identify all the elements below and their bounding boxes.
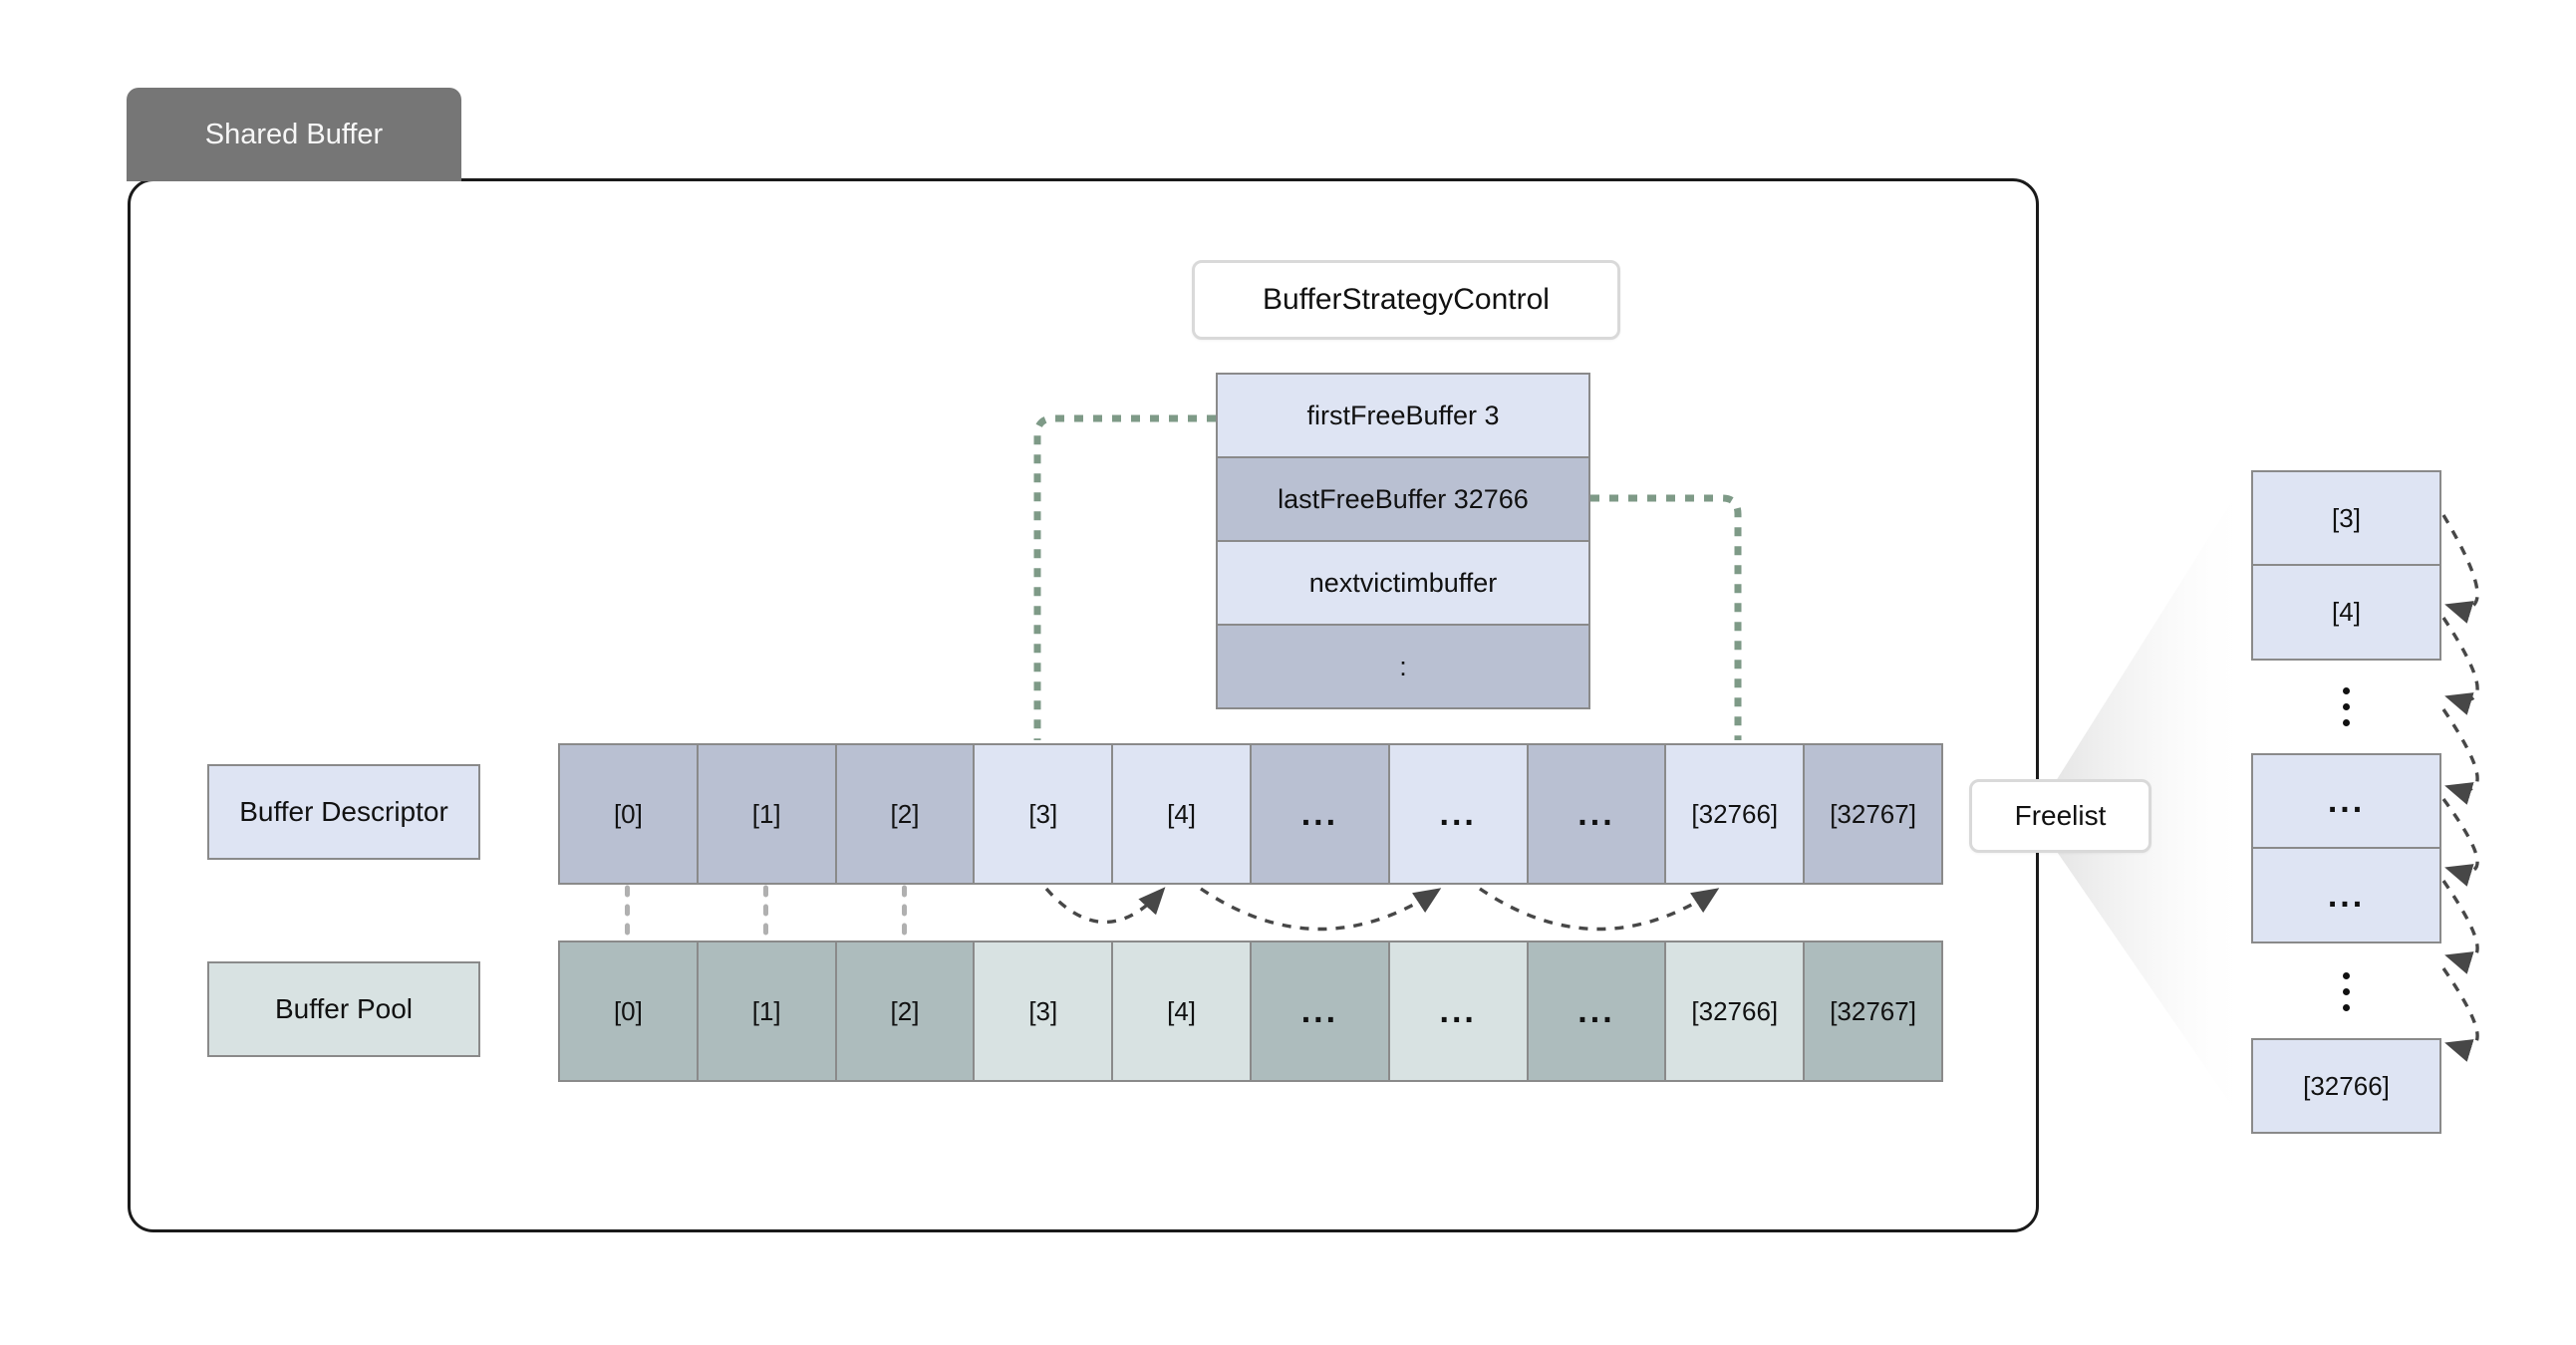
freelist-label: Freelist bbox=[1969, 779, 2151, 853]
descArray-cell-3: [3] bbox=[975, 745, 1114, 883]
poolArray-cell-6: ... bbox=[1389, 942, 1529, 1080]
freelist-item-1: [4] bbox=[2251, 564, 2441, 661]
dot bbox=[2343, 687, 2350, 694]
cell-label: nextvictimbuffer bbox=[1308, 567, 1498, 598]
poolArray-cell-9: [32767] bbox=[1805, 942, 1941, 1080]
cell-label: lastFreeBuffer 32766 bbox=[1278, 483, 1529, 514]
poolArray-cell-3: [3] bbox=[975, 942, 1114, 1080]
strategy-control-field-3: : bbox=[1218, 624, 1588, 707]
buffer-pool-array: [0] [1] [2] [3] [4]......... [32766] [32767] bbox=[558, 941, 1943, 1082]
freelist-vertical-ellipsis bbox=[2251, 952, 2441, 1030]
freelist-item-3: ... bbox=[2251, 753, 2441, 849]
dot bbox=[2343, 1003, 2350, 1011]
strategy-control-field-1: lastFreeBuffer 32766 bbox=[1218, 456, 1588, 540]
poolArray-cell-2: [2] bbox=[836, 942, 976, 1080]
dot bbox=[2343, 987, 2350, 995]
cell-label: [32766] bbox=[2303, 1070, 2390, 1101]
cell-label: [32766] bbox=[1691, 995, 1779, 1026]
buffer-strategy-control-title-label: BufferStrategyControl bbox=[1263, 283, 1550, 316]
cell-label: [1] bbox=[751, 798, 781, 829]
cell-label: [32766] bbox=[1691, 798, 1779, 829]
cell-label: [2] bbox=[890, 995, 920, 1026]
buffer-descriptor-label: Buffer Descriptor bbox=[207, 764, 480, 860]
cell-label: [3] bbox=[1028, 798, 1058, 829]
cell-label: [32767] bbox=[1830, 798, 1916, 829]
buffer-pool-label-text: Buffer Pool bbox=[274, 993, 414, 1024]
freelist-label-text: Freelist bbox=[2014, 800, 2107, 831]
strategy-control-field-2: nextvictimbuffer bbox=[1218, 540, 1588, 624]
freelist-vertical-ellipsis bbox=[2251, 670, 2441, 744]
poolArray-cell-5: ... bbox=[1251, 942, 1390, 1080]
descArray-cell-7: ... bbox=[1528, 745, 1667, 883]
descArray-cell-4: [4] bbox=[1113, 745, 1252, 883]
cell-label: [3] bbox=[2332, 502, 2361, 533]
descArray-cell-2: [2] bbox=[836, 745, 976, 883]
buffer-descriptor-label-text: Buffer Descriptor bbox=[239, 796, 448, 827]
descArray-cell-6: ... bbox=[1389, 745, 1529, 883]
descArray-cell-1: [1] bbox=[698, 745, 837, 883]
cell-label: [0] bbox=[613, 798, 643, 829]
cell-label: [32767] bbox=[1830, 995, 1916, 1026]
freelist-arc bbox=[2441, 880, 2479, 974]
buffer-pool-label: Buffer Pool bbox=[207, 961, 480, 1057]
cell-label: [4] bbox=[2332, 597, 2361, 627]
freelist-arc bbox=[2441, 708, 2479, 805]
cell-label: : bbox=[1399, 651, 1407, 681]
buffer-strategy-control-title: BufferStrategyControl bbox=[1192, 260, 1620, 340]
poolArray-cell-8: [32766] bbox=[1666, 942, 1806, 1080]
dot bbox=[2343, 971, 2350, 979]
cell-label: [2] bbox=[890, 798, 920, 829]
cell-label: [4] bbox=[1167, 995, 1197, 1026]
shared-buffer-tab-label: Shared Buffer bbox=[204, 118, 384, 150]
poolArray-cell-4: [4] bbox=[1113, 942, 1252, 1080]
descArray-cell-0: [0] bbox=[560, 745, 699, 883]
dot bbox=[2343, 703, 2350, 710]
cell-label: [0] bbox=[613, 995, 643, 1026]
freelist-arc bbox=[2441, 514, 2479, 624]
descArray-cell-5: ... bbox=[1251, 745, 1390, 883]
freelist-item-0: [3] bbox=[2251, 470, 2441, 566]
cell-label: [4] bbox=[1167, 798, 1197, 829]
poolArray-cell-1: [1] bbox=[698, 942, 837, 1080]
descArray-cell-8: [32766] bbox=[1666, 745, 1806, 883]
poolArray-cell-0: [0] bbox=[560, 942, 699, 1080]
shared-buffer-tab: Shared Buffer bbox=[127, 88, 461, 181]
buffer-descriptor-array: [0] [1] [2] [3] [4]......... [32766] [32767] bbox=[558, 743, 1943, 885]
cell-label: [3] bbox=[1028, 995, 1058, 1026]
cell-label: [1] bbox=[751, 995, 781, 1026]
freelist-item-4: ... bbox=[2251, 847, 2441, 943]
poolArray-cell-7: ... bbox=[1528, 942, 1667, 1080]
dot bbox=[2343, 719, 2350, 726]
cell-label: firstFreeBuffer 3 bbox=[1306, 400, 1500, 430]
descArray-cell-9: [32767] bbox=[1805, 745, 1941, 883]
buffer-strategy-control-struct: firstFreeBuffer 3 lastFreeBuffer 32766 nex… bbox=[1216, 373, 1590, 709]
freelist-arc bbox=[2441, 797, 2479, 887]
freelist-arc bbox=[2441, 967, 2479, 1062]
strategy-control-field-0: firstFreeBuffer 3 bbox=[1218, 375, 1588, 456]
freelist-arc bbox=[2441, 617, 2479, 715]
freelist-item-6: [32766] bbox=[2251, 1038, 2441, 1134]
